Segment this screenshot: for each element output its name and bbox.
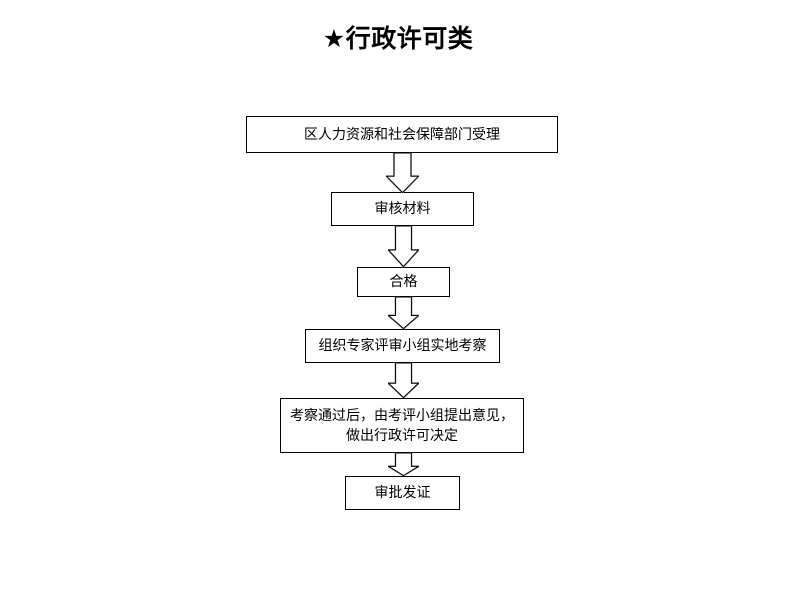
flow-node-label: 组织专家评审小组实地考察 — [318, 338, 487, 354]
down-arrow-icon — [388, 363, 419, 398]
flow-node-expert-site-inspection[interactable]: 组织专家评审小组实地考察 — [305, 329, 500, 363]
flow-node-label: 区人力资源和社会保障部门受理 — [304, 126, 500, 143]
flow-node-intake[interactable]: 区人力资源和社会保障部门受理 — [246, 116, 558, 153]
flow-node-label: 考察通过后，由考评小组提出意见， 做出行政许可决定 — [290, 407, 514, 444]
flow-node-label: 审核材料 — [374, 201, 431, 217]
page-title: ★行政许可类 — [322, 24, 474, 53]
down-arrow-icon — [388, 297, 419, 329]
flow-node-label: 审批发证 — [374, 485, 431, 501]
flow-node-label: 合格 — [389, 274, 418, 290]
down-arrow-icon — [386, 153, 419, 193]
down-arrow-icon — [388, 453, 419, 476]
flow-node-issue-opinion-decision[interactable]: 考察通过后，由考评小组提出意见， 做出行政许可决定 — [280, 398, 524, 453]
down-arrow-icon — [388, 226, 419, 267]
flow-node-qualified[interactable]: 合格 — [357, 267, 450, 297]
flow-node-approve-issue-license[interactable]: 审批发证 — [345, 476, 460, 510]
flow-node-review-materials[interactable]: 审核材料 — [331, 192, 474, 226]
